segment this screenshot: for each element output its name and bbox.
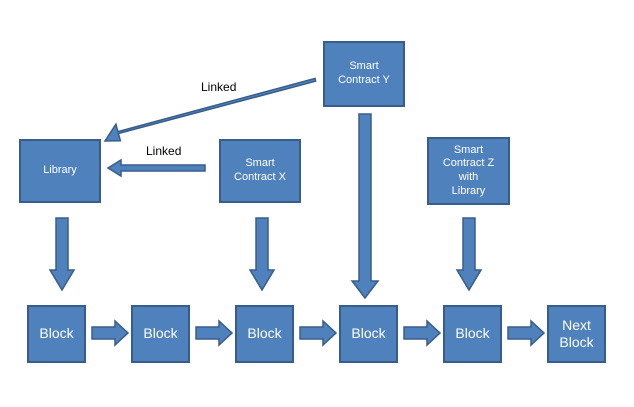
node-block-1[interactable]: Block xyxy=(27,305,86,363)
arrow-contract-x-to-library xyxy=(106,158,206,178)
arrow-block4-to-block5 xyxy=(403,319,442,347)
arrow-block3-to-block4 xyxy=(299,319,338,347)
node-smart-contract-y[interactable]: Smart Contract Y xyxy=(323,41,405,107)
arrow-block5-to-next xyxy=(507,319,546,347)
arrow-contract-y-down xyxy=(350,113,380,300)
node-smart-contract-z[interactable]: Smart Contract Z with Library xyxy=(427,137,510,205)
edge-label-linked-top: Linked xyxy=(201,80,237,94)
node-library[interactable]: Library xyxy=(19,139,101,203)
arrow-contract-x-down xyxy=(248,217,276,292)
arrow-block2-to-block3 xyxy=(195,319,234,347)
node-block-5[interactable]: Block xyxy=(443,305,502,363)
arrow-library-down xyxy=(48,217,76,292)
node-block-3[interactable]: Block xyxy=(235,305,294,363)
edge-label-linked-mid: Linked xyxy=(146,144,182,158)
arrow-contract-z-down xyxy=(455,217,483,292)
node-next-block[interactable]: Next Block xyxy=(547,305,606,363)
arrow-contract-y-to-library xyxy=(103,77,317,142)
node-block-2[interactable]: Block xyxy=(131,305,190,363)
arrow-block1-to-block2 xyxy=(91,319,130,347)
node-block-4[interactable]: Block xyxy=(339,305,398,363)
node-smart-contract-x[interactable]: Smart Contract X xyxy=(219,139,301,203)
